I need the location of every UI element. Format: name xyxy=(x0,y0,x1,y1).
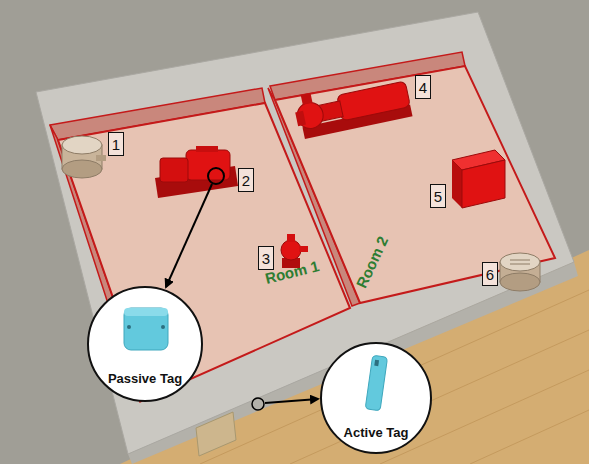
leader-arrow xyxy=(252,398,264,410)
callout-box: 4 xyxy=(415,75,431,99)
door xyxy=(196,412,236,456)
tag-label: Active Tag xyxy=(344,425,409,440)
callout-number: 5 xyxy=(434,189,442,204)
callout-number: 3 xyxy=(262,251,270,266)
callout-number: 1 xyxy=(112,137,120,152)
callout-number: 2 xyxy=(242,173,250,188)
callout-box: 6 xyxy=(482,262,498,286)
ground-grid xyxy=(470,410,589,464)
callout-box: 2 xyxy=(238,168,254,192)
wall-top xyxy=(36,12,574,454)
room-outline xyxy=(275,66,555,303)
tag-callout-circle: Active Tag xyxy=(320,342,432,454)
leader-arrow xyxy=(265,399,318,403)
tag-callout-circle: Passive Tag xyxy=(87,286,203,402)
tank xyxy=(500,273,540,291)
room-floor: Room 2456 xyxy=(275,66,555,303)
ground-grid xyxy=(290,330,589,464)
callout-number: 6 xyxy=(486,267,494,282)
callout-box: 3 xyxy=(258,246,274,270)
tag-label: Passive Tag xyxy=(108,371,182,386)
callout-box: 1 xyxy=(108,132,124,156)
callout-box: 5 xyxy=(430,184,446,208)
room-floor-shape xyxy=(275,66,555,303)
callout-number: 4 xyxy=(419,80,427,95)
